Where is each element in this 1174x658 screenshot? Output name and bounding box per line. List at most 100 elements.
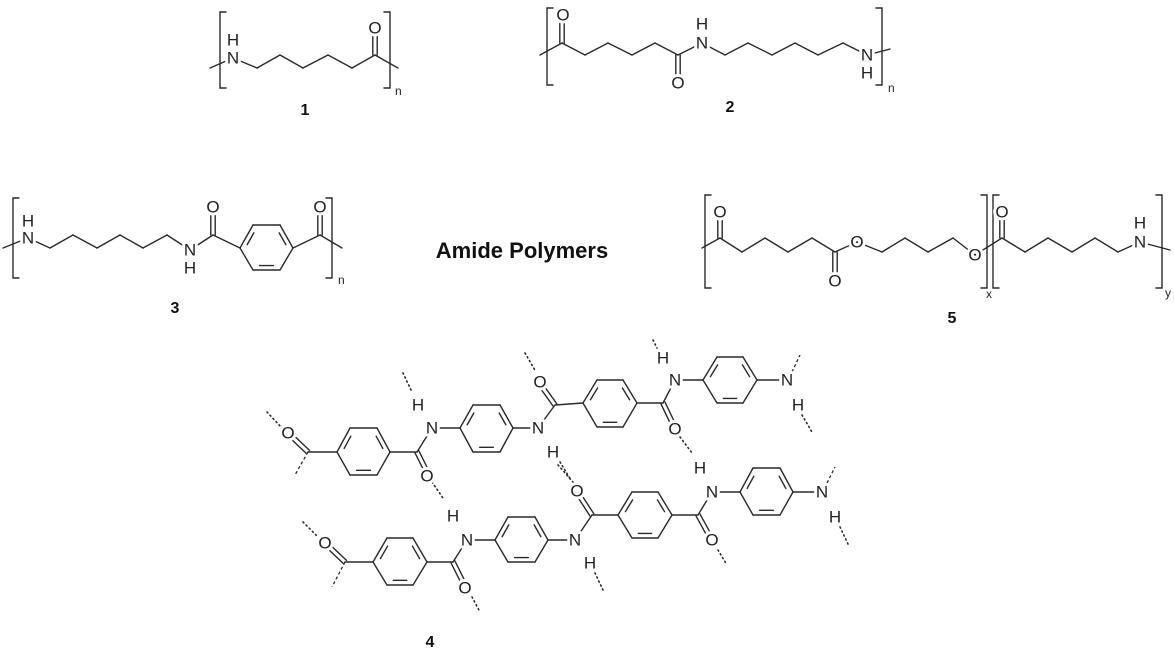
bond <box>327 54 353 69</box>
dashed-continuation <box>331 561 346 588</box>
hydrogen-bond <box>839 526 849 545</box>
atom-label-N: N <box>861 46 873 65</box>
atom-label-H: H <box>22 212 34 231</box>
ring-bond <box>779 491 794 516</box>
right-bracket <box>383 11 391 89</box>
atom-label-N: N <box>569 531 581 550</box>
ring-double-bond <box>375 435 384 450</box>
atom-label-O: O <box>668 420 681 439</box>
double-bond <box>450 562 462 584</box>
atom-label-H: H <box>184 259 196 278</box>
ring-bond <box>582 402 598 428</box>
bond <box>927 237 954 253</box>
ring-bond <box>739 491 754 516</box>
atom-label-O: O <box>671 74 684 93</box>
ring-bond <box>582 379 598 404</box>
ring-bond <box>617 491 633 516</box>
ring-double-bond <box>501 524 510 538</box>
ring-bond <box>657 491 673 516</box>
left-bracket <box>219 11 227 89</box>
ring-bond <box>534 516 549 541</box>
ring-bond <box>459 404 474 429</box>
atom-label-N: N <box>22 229 34 248</box>
bond <box>794 42 819 56</box>
ring-bond <box>494 539 509 563</box>
right-bracket <box>325 197 333 279</box>
atom-label-H: H <box>1134 214 1146 233</box>
double-bond <box>414 452 426 474</box>
right-bracket <box>1155 194 1163 289</box>
ring-bond <box>372 537 388 563</box>
ring-double-bond <box>533 524 542 538</box>
ring-double-bond <box>741 364 751 378</box>
bond <box>904 237 929 253</box>
bond <box>856 241 883 253</box>
hydrogen-bond <box>717 549 728 566</box>
bond <box>1071 237 1096 253</box>
atom-label-O: O <box>313 198 326 217</box>
double-bond <box>695 515 708 537</box>
bonds-layer <box>2 7 1171 613</box>
atom-label-N: N <box>227 49 239 68</box>
dashed-continuation <box>826 466 836 484</box>
ring-bond <box>279 247 294 271</box>
ring-double-bond <box>246 232 255 246</box>
bond <box>834 241 858 253</box>
atom-label-O: O <box>458 579 471 598</box>
bond <box>662 379 676 404</box>
atom-label-H: H <box>584 554 596 573</box>
ring-bond <box>702 379 718 404</box>
atom-label-N: N <box>816 483 828 502</box>
bond <box>539 42 563 56</box>
double-bond <box>285 433 308 455</box>
bond <box>654 42 679 56</box>
ring-bond <box>742 379 758 404</box>
bond <box>256 54 281 69</box>
bond <box>2 237 29 249</box>
atom-label-N: N <box>781 371 793 390</box>
bond <box>166 234 191 251</box>
bond <box>119 234 144 249</box>
double-bond <box>418 450 430 472</box>
hydrogen-bond <box>402 372 413 393</box>
hydrogen-bond <box>557 464 574 483</box>
atom-label-N: N <box>669 371 681 390</box>
atom-label-N: N <box>461 531 473 550</box>
repeat-subscript: y <box>1165 286 1171 300</box>
repeat-subscript: x <box>986 287 992 301</box>
hydrogen-bond <box>524 352 537 373</box>
ring-bond <box>336 427 351 453</box>
bond <box>416 427 433 453</box>
atom-label-H: H <box>412 396 424 415</box>
ring-bond <box>779 467 794 493</box>
ring-double-bond <box>709 364 719 378</box>
ring-bond <box>412 561 428 586</box>
bond <box>771 42 796 56</box>
bond <box>142 234 168 249</box>
atom-label-O: O <box>828 272 841 291</box>
ring-bond <box>459 427 474 453</box>
ring-bond <box>702 356 718 381</box>
left-bracket <box>12 197 20 279</box>
ring-bond <box>739 467 754 493</box>
double-bond <box>541 382 558 405</box>
atom-label-H: H <box>547 443 559 462</box>
bond <box>1139 241 1171 251</box>
ring-bond <box>412 537 428 563</box>
ring-bond <box>622 379 638 404</box>
atom-label-N: N <box>696 34 708 53</box>
atom-label-N: N <box>184 241 196 260</box>
ring-bond <box>499 404 514 429</box>
bond <box>574 514 593 541</box>
bond <box>212 234 241 249</box>
bond <box>554 402 584 406</box>
double-bond <box>664 401 676 424</box>
bond <box>677 42 703 56</box>
double-bond <box>288 430 311 452</box>
atom-label-N: N <box>426 419 438 438</box>
hydrogen-bond <box>594 572 604 591</box>
double-bond <box>699 513 712 535</box>
bond <box>631 42 656 56</box>
